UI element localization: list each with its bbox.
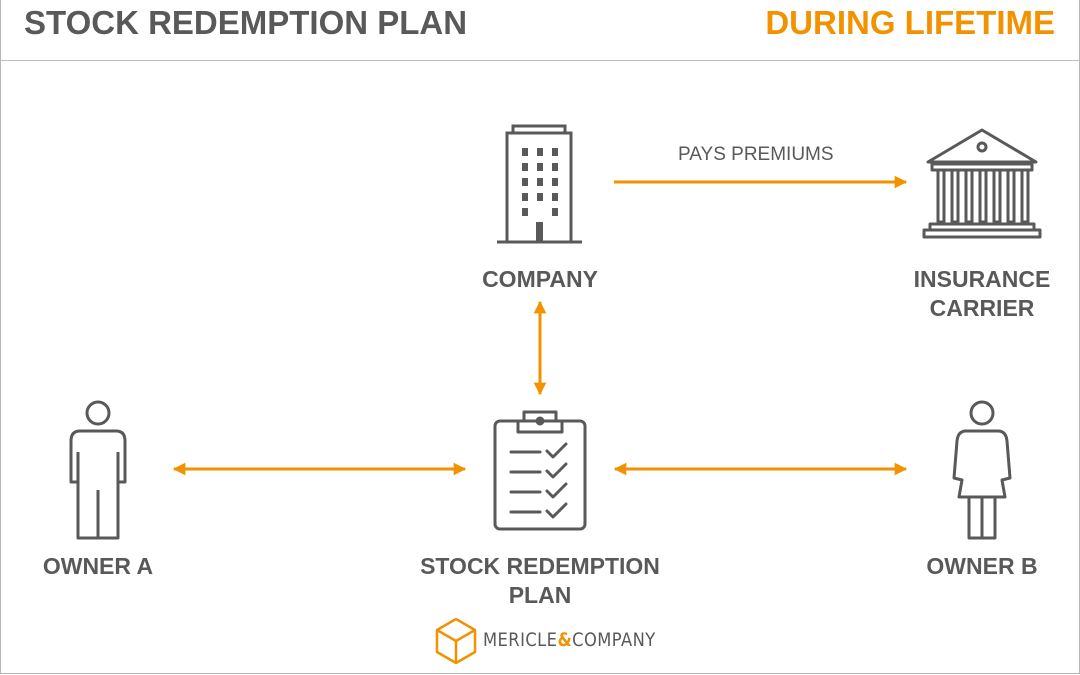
node-label-insurance-line2: CARRIER — [929, 295, 1035, 321]
node-label-plan-line1: STOCK REDEMPTION — [420, 553, 660, 579]
male-person-icon — [69, 400, 127, 540]
node-label-plan: STOCK REDEMPTION PLAN — [410, 552, 670, 610]
node-label-owner-b: OWNER B — [926, 553, 1038, 579]
company-logo-text: MERICLE&COMPANY — [483, 629, 656, 651]
logo-name-part2: COMPANY — [572, 629, 656, 651]
clipboard-checklist-icon — [493, 410, 587, 531]
node-label-insurance-carrier: INSURANCE CARRIER — [892, 265, 1072, 323]
bank-building-icon — [922, 128, 1042, 239]
logo-name-part1: MERICLE — [483, 629, 558, 651]
node-label-plan-line2: PLAN — [508, 582, 572, 608]
node-label-owner-a: OWNER A — [42, 553, 154, 579]
node-label-insurance-line1: INSURANCE — [913, 266, 1051, 292]
phase-title: DURING LIFETIME — [765, 4, 1055, 41]
page-title: STOCK REDEMPTION PLAN — [24, 4, 468, 41]
edge-label-pays-premiums: PAYS PREMIUMS — [678, 144, 834, 165]
office-building-icon — [497, 124, 582, 244]
logo-ampersand: & — [557, 629, 573, 651]
hexagon-box-icon — [435, 617, 477, 665]
female-person-icon — [952, 400, 1012, 540]
node-label-company: COMPANY — [482, 266, 598, 292]
header-divider — [0, 60, 1080, 61]
